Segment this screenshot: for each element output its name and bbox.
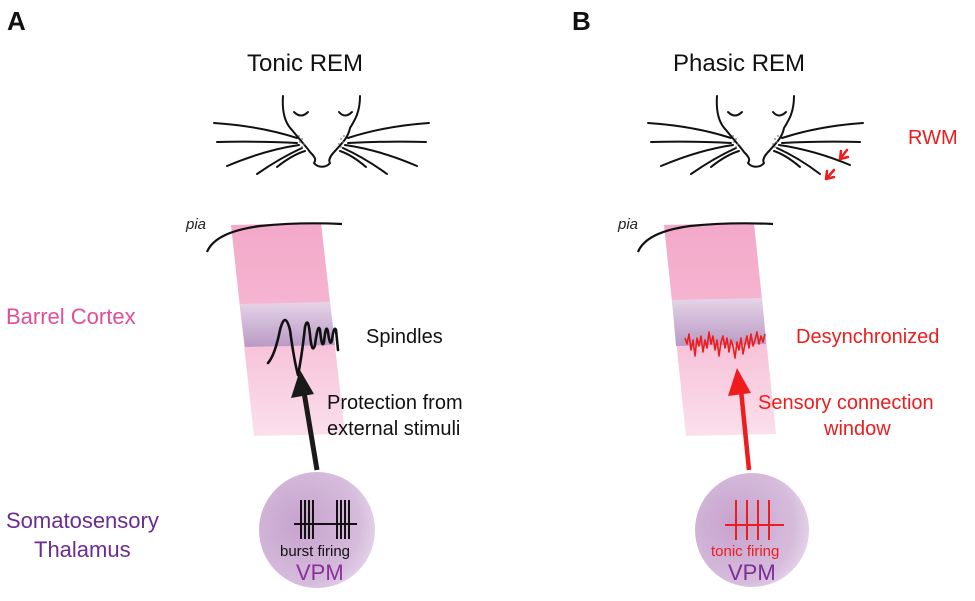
protection-label-line1: Protection from <box>327 392 463 414</box>
panel-title-phasic: Phasic REM <box>673 50 806 77</box>
spindle-trace <box>266 318 340 377</box>
whisker-movement-arrows <box>824 148 850 181</box>
burst-firing-trace <box>294 500 357 539</box>
panel-title-tonic: Tonic REM <box>247 50 364 77</box>
panel-letter-a: A <box>7 6 26 36</box>
tonic-firing-label: tonic firing <box>711 543 780 560</box>
tonic-firing-trace <box>725 500 784 540</box>
barrel-cortex-label: Barrel Cortex <box>6 304 136 329</box>
thalamus-circle-b <box>695 473 809 587</box>
panel-letter-b: B <box>572 6 591 36</box>
pia-label-a: pia <box>186 216 207 233</box>
spindles-label: Spindles <box>366 326 443 348</box>
vpm-label-a: VPM <box>296 560 344 585</box>
upward-arrow-b <box>728 368 752 471</box>
desynchronized-trace <box>684 331 766 359</box>
sensory-window-label-line2: window <box>824 418 891 440</box>
desynchronized-label: Desynchronized <box>796 326 940 348</box>
whisker-pad-dots-b <box>732 135 779 148</box>
burst-firing-label: burst firing <box>280 543 351 560</box>
cortex-column-b <box>664 223 776 436</box>
protection-label-line2: external stimuli <box>327 418 461 440</box>
rat-face-tonic <box>213 95 430 175</box>
sensory-window-label-line1: Sensory connection <box>758 392 934 414</box>
rat-face-phasic <box>647 95 864 175</box>
upward-arrow-a <box>291 370 320 471</box>
thalamus-label-line1: Somatosensory <box>6 508 159 533</box>
pia-surface-a <box>205 222 343 253</box>
whisker-pad-dots-a <box>298 135 345 148</box>
rwm-label: RWM <box>908 127 958 149</box>
vpm-label-b: VPM <box>728 560 776 585</box>
pia-surface-b <box>636 222 774 253</box>
pia-label-b: pia <box>618 216 639 233</box>
thalamus-label-line2: Thalamus <box>34 537 131 562</box>
